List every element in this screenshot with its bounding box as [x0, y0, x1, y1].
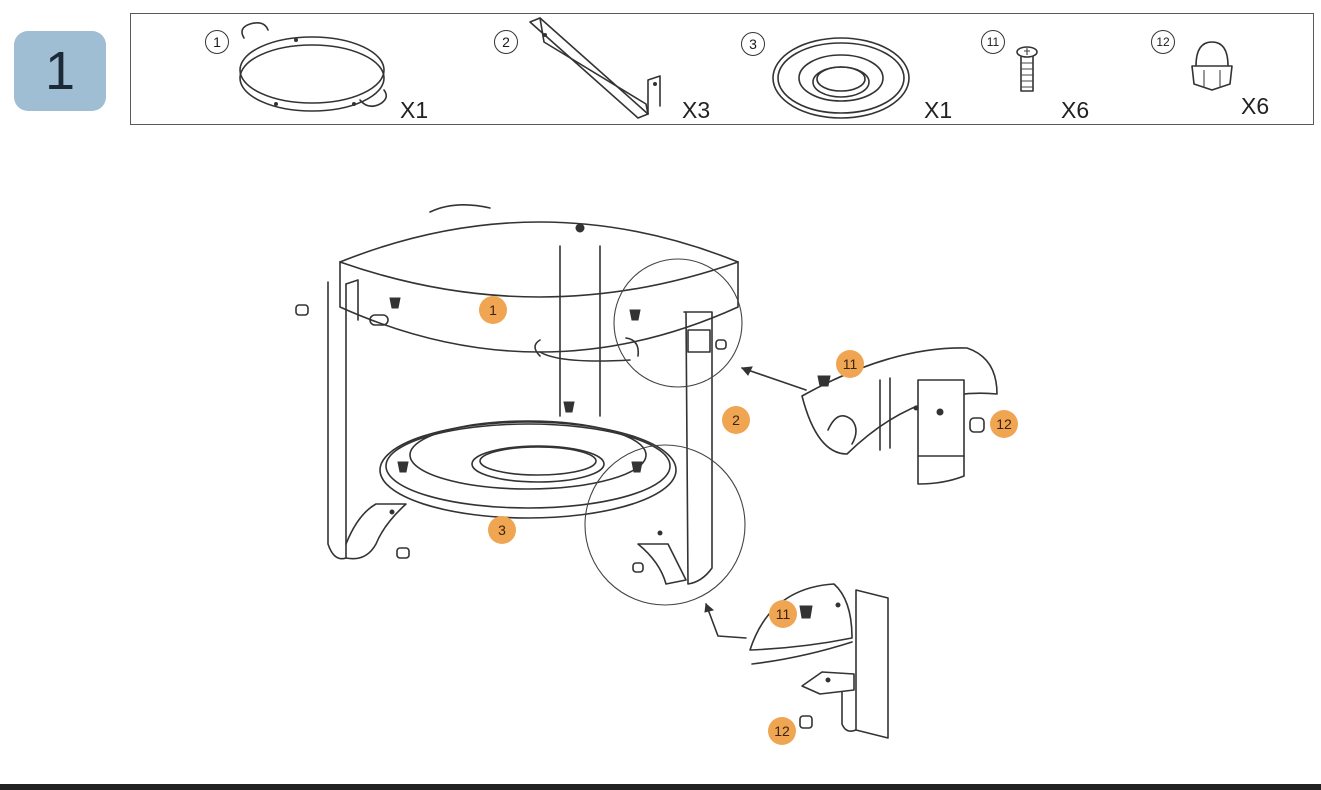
part-qty-12: X6 — [1241, 93, 1270, 119]
callout-upper-screw: 11 — [836, 350, 864, 378]
part-number-3: 3 — [741, 32, 765, 56]
detail-arrows — [704, 366, 807, 639]
part-qty-2: X3 — [682, 97, 711, 123]
part-qty-11: X6 — [1061, 97, 1090, 123]
part-number-12: 12 — [1151, 30, 1175, 54]
part-plate-icon — [772, 37, 910, 119]
part-cap-nut-icon — [1191, 41, 1233, 91]
part-number-1: 1 — [205, 30, 229, 54]
callout-ring: 1 — [479, 296, 507, 324]
bottom-edge-bar — [0, 784, 1321, 790]
part-number-2: 2 — [494, 30, 518, 54]
part-ring-icon — [239, 22, 388, 112]
callout-leg: 2 — [722, 406, 750, 434]
part-qty-1: X1 — [400, 97, 429, 123]
part-number-11: 11 — [981, 30, 1005, 54]
lower-detail — [749, 583, 889, 739]
main-assembly — [295, 204, 746, 606]
part-leg-icon — [529, 17, 661, 119]
step-number-badge: 1 — [14, 31, 106, 111]
callout-lower-nut: 12 — [768, 717, 796, 745]
callout-lower-screw: 11 — [769, 600, 797, 628]
part-screw-icon — [1016, 46, 1038, 92]
callout-plate: 3 — [488, 516, 516, 544]
upper-detail — [801, 347, 998, 485]
part-qty-3: X1 — [924, 97, 953, 123]
parts-list-box — [130, 13, 1314, 125]
callout-upper-nut: 12 — [990, 410, 1018, 438]
